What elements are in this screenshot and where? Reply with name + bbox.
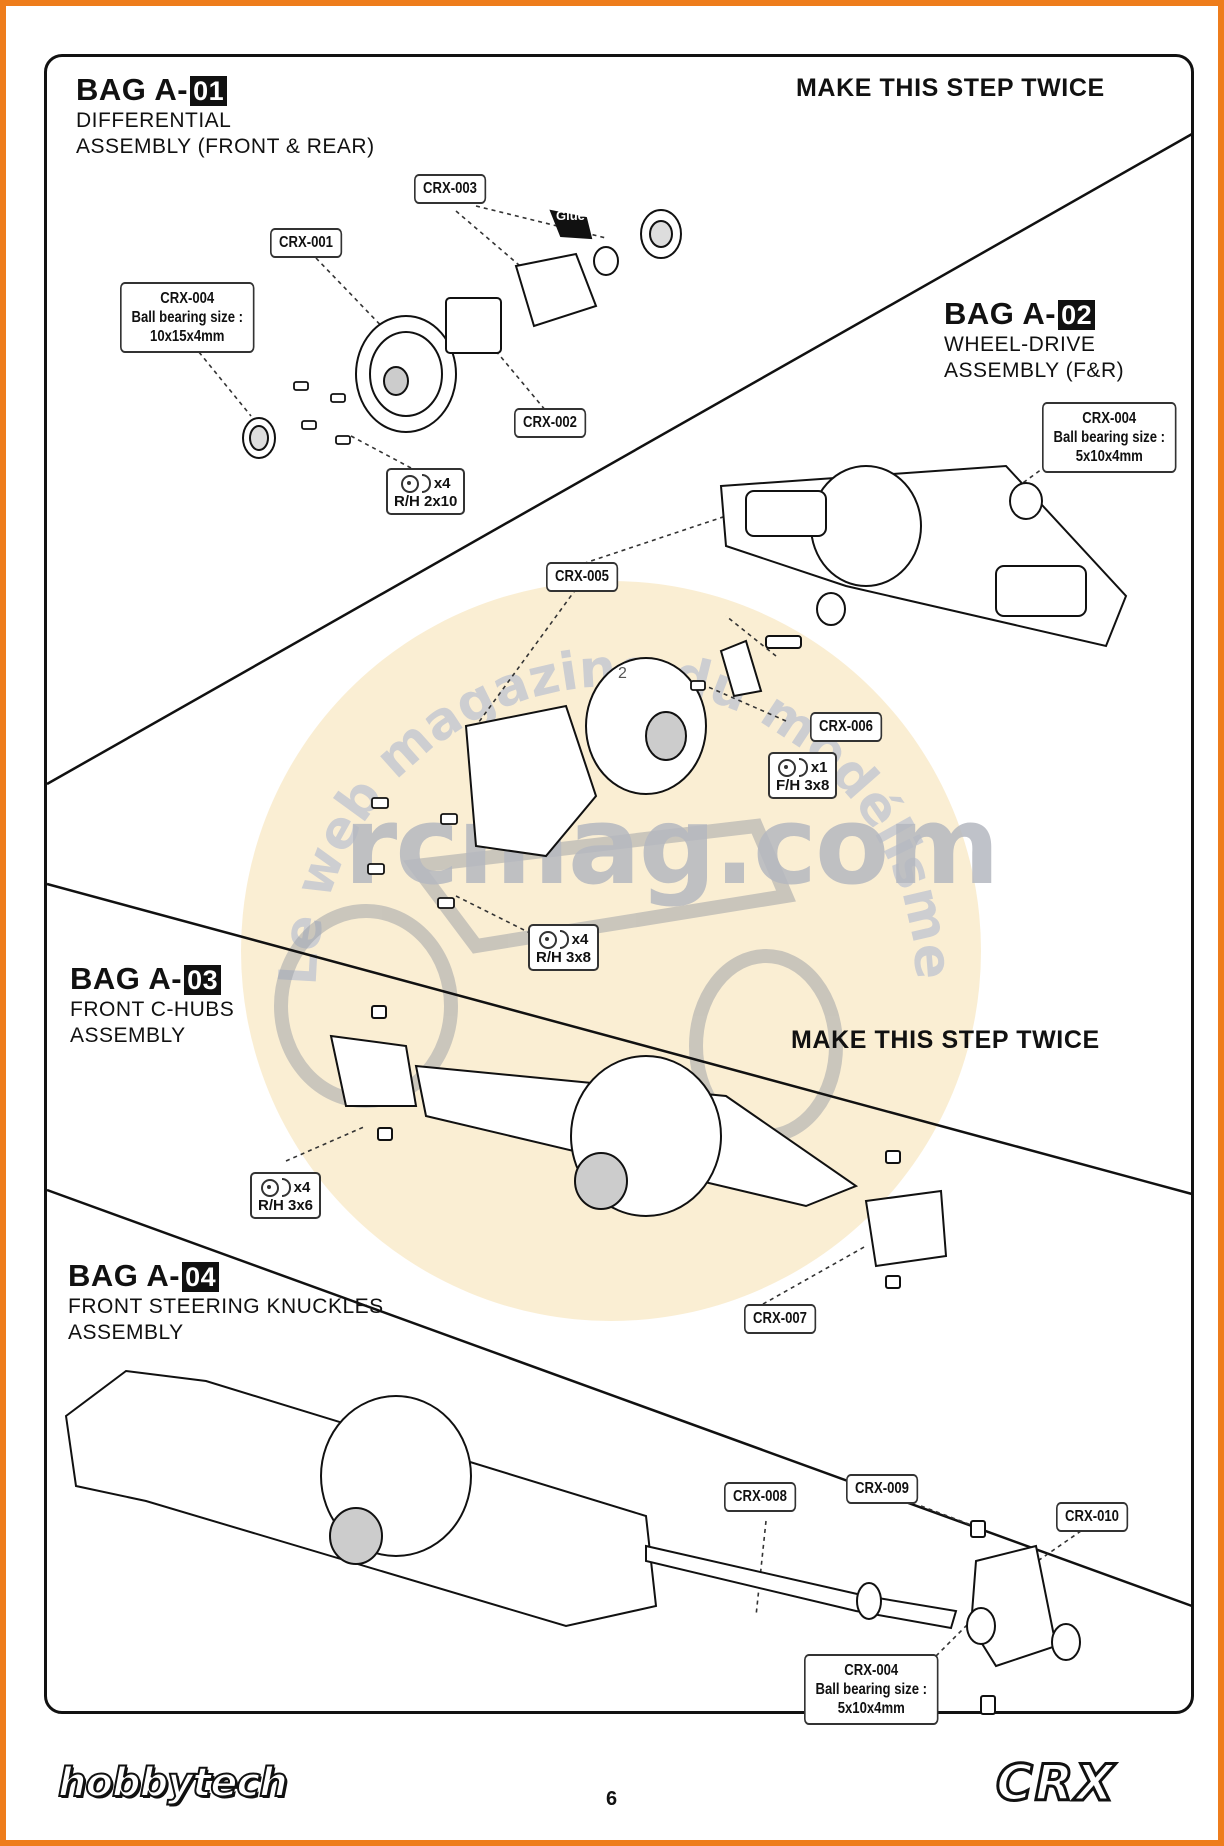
- diff-spider-block: [445, 297, 502, 354]
- divider-line-3: [46, 1188, 1193, 1608]
- bag-subtitle-line2: ASSEMBLY (FRONT & REAR): [76, 135, 375, 158]
- hobbytech-logo: hobbytech: [57, 1759, 289, 1807]
- part-label-crx-009: CRX-009: [846, 1474, 919, 1504]
- c-hub-left: [329, 1034, 418, 1107]
- bag-subtitle-line1: DIFFERENTIAL: [76, 109, 232, 132]
- bag-title: BAG A-04: [68, 1258, 384, 1294]
- part-label-crx-002: CRX-002: [514, 408, 587, 438]
- bag-a01-header: BAG A-01 DIFFERENTIAL ASSEMBLY (FRONT & …: [76, 72, 375, 160]
- drive-shaft: [645, 1544, 958, 1630]
- page-number: 6: [606, 1788, 618, 1810]
- part-label-crx-006: CRX-006: [810, 712, 883, 742]
- screw-side-icon: [421, 474, 431, 493]
- screw-callout-r-h-3x8: x4 R/H 3x8: [528, 924, 600, 971]
- bag-a04-header: BAG A-04 FRONT STEERING KNUCKLES ASSEMBL…: [68, 1258, 384, 1346]
- screw-head-icon: [777, 758, 796, 777]
- diff-cover: [464, 704, 598, 858]
- bag-a02-header: BAG A-02 WHEEL-DRIVE ASSEMBLY (F&R): [944, 296, 1124, 384]
- bag-a03-header: BAG A-03 FRONT C-HUBS ASSEMBLY: [70, 961, 234, 1049]
- glue-bottle: [549, 209, 593, 240]
- glue-label: Glue: [556, 208, 585, 223]
- bag-subtitle-line2: ASSEMBLY: [70, 1024, 186, 1047]
- assembly-diagram: Glue 2: [46, 132, 1193, 1715]
- screw-head-icon: [538, 930, 557, 949]
- step-note-top: MAKE THIS STEP TWICE: [796, 74, 1105, 102]
- screw-head-icon: [260, 1178, 279, 1197]
- screw-callout-r-h-2x10: x4 R/H 2x10: [386, 468, 466, 515]
- bag-title: BAG A-01: [76, 72, 375, 108]
- screw-side-icon: [559, 930, 569, 949]
- part-label-crx-007: CRX-007: [744, 1304, 817, 1334]
- step-note-middle: MAKE THIS STEP TWICE: [791, 1026, 1100, 1054]
- bag-title: BAG A-03: [70, 961, 234, 997]
- bag-subtitle-line1: FRONT C-HUBS: [70, 998, 235, 1021]
- part-label-crx-001: CRX-001: [270, 228, 343, 258]
- screw-side-icon: [798, 758, 808, 777]
- callout-number: 2: [618, 665, 627, 682]
- diff-assembly: [585, 657, 707, 795]
- part-label-crx-003: CRX-003: [414, 174, 487, 204]
- steering-knuckle: [969, 1544, 1058, 1668]
- c-hub-right: [864, 1189, 948, 1268]
- watermark-site-text: rcmag.com: [344, 784, 1000, 909]
- bag-subtitle-line1: WHEEL-DRIVE: [944, 333, 1096, 356]
- screw-head-icon: [400, 474, 419, 493]
- divider-line-1: [46, 132, 1193, 786]
- crx-logo: CRX: [995, 1753, 1116, 1814]
- bag-title: BAG A-02: [944, 296, 1124, 332]
- screw-side-icon: [281, 1178, 291, 1197]
- pinion-gear: [719, 639, 763, 698]
- diff-case: [514, 252, 598, 328]
- screw-callout-r-h-3x6: x4 R/H 3x6: [250, 1172, 322, 1219]
- bag-subtitle-line1: FRONT STEERING KNUCKLES: [68, 1295, 384, 1318]
- assembly-panel: [44, 54, 1194, 1714]
- part-label-crx-008: CRX-008: [724, 1482, 797, 1512]
- bag-subtitle-line2: ASSEMBLY: [68, 1321, 184, 1344]
- part-label-crx-005: CRX-005: [546, 562, 619, 592]
- divider-line-2: [46, 882, 1193, 1196]
- screw-callout-f-h-3x8: x1 F/H 3x8: [768, 752, 838, 799]
- bag-subtitle-line2: ASSEMBLY (F&R): [944, 359, 1125, 382]
- part-label-crx-010: CRX-010: [1056, 1502, 1129, 1532]
